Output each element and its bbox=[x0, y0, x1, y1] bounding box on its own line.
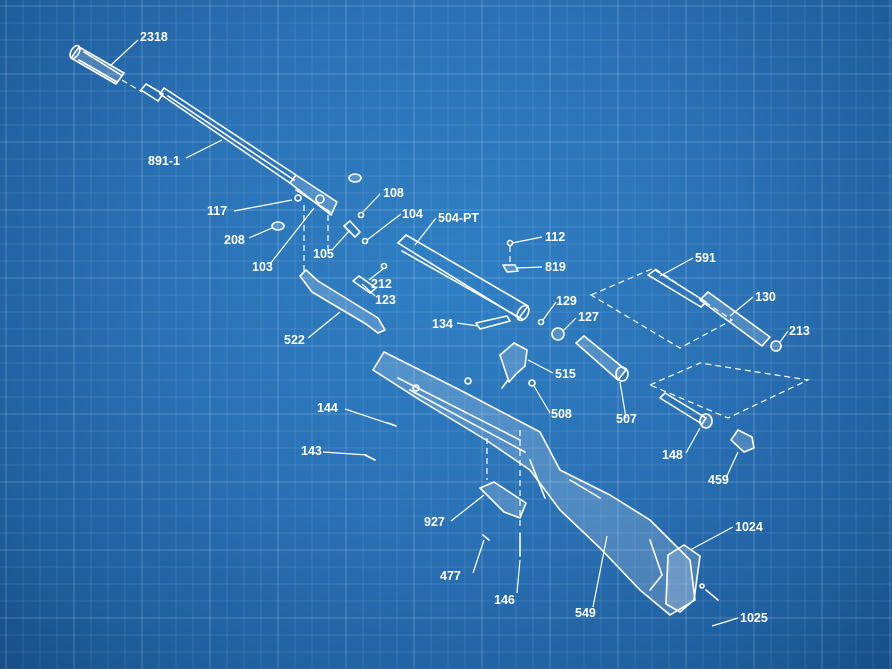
part-label-144: 144 bbox=[317, 401, 338, 415]
part-label-134: 134 bbox=[432, 317, 453, 331]
end-plug-part bbox=[659, 392, 713, 429]
part-label-130: 130 bbox=[755, 290, 776, 304]
cap-part bbox=[551, 327, 565, 341]
leader-lines bbox=[109, 39, 789, 627]
dash-box bbox=[589, 267, 734, 349]
part-label-143: 143 bbox=[301, 444, 322, 458]
part-label-477: 477 bbox=[440, 569, 461, 583]
part-labels: 2318 891-1 117 208 103 108 104 105 504-P… bbox=[140, 30, 810, 625]
bolt-part bbox=[380, 262, 388, 270]
spring-part bbox=[357, 211, 365, 219]
part-label-112: 112 bbox=[545, 230, 565, 244]
compression-tube-part bbox=[397, 234, 530, 322]
piston-part bbox=[575, 335, 629, 382]
screw-part bbox=[482, 534, 490, 541]
screw-part bbox=[412, 384, 420, 392]
screw-part bbox=[699, 583, 705, 589]
spring-part bbox=[528, 379, 536, 387]
part-label-117: 117 bbox=[207, 204, 227, 218]
part-label-105: 105 bbox=[313, 247, 334, 261]
pin-part bbox=[537, 318, 545, 326]
part-label-213: 213 bbox=[789, 324, 810, 338]
washer-part bbox=[348, 173, 362, 183]
trigger-guard-part bbox=[479, 481, 527, 519]
muzzle-dash-line bbox=[121, 79, 143, 93]
small-screw-part bbox=[352, 275, 377, 294]
part-label-1025: 1025 bbox=[740, 611, 768, 625]
part-label-549: 549 bbox=[575, 606, 596, 620]
screw-part bbox=[705, 589, 719, 601]
screw-part bbox=[294, 194, 302, 202]
part-label-504-pt: 504-PT bbox=[438, 211, 479, 225]
safety-lever-part bbox=[475, 315, 511, 330]
muzzle-brake-part bbox=[69, 44, 125, 85]
cocking-lever-part bbox=[299, 269, 386, 334]
part-label-515: 515 bbox=[555, 367, 576, 381]
part-label-891-1: 891-1 bbox=[148, 154, 180, 168]
part-label-212: 212 bbox=[371, 277, 392, 291]
part-label-459: 459 bbox=[708, 473, 729, 487]
part-label-819: 819 bbox=[545, 260, 566, 274]
mainspring-part bbox=[699, 291, 771, 347]
part-label-108: 108 bbox=[383, 186, 404, 200]
part-label-146: 146 bbox=[494, 593, 515, 607]
part-label-591: 591 bbox=[695, 251, 716, 265]
screw-part bbox=[464, 377, 472, 385]
latch-part bbox=[502, 264, 519, 273]
washer-part bbox=[271, 221, 285, 231]
spring-guide-part bbox=[647, 269, 707, 308]
part-label-1024: 1024 bbox=[735, 520, 763, 534]
detent-ball-part bbox=[361, 237, 369, 245]
barrel-part bbox=[140, 83, 297, 184]
pivot-pin-part bbox=[343, 220, 361, 238]
part-label-208: 208 bbox=[224, 233, 245, 247]
part-label-104: 104 bbox=[402, 207, 423, 221]
stock-part bbox=[372, 351, 696, 616]
dash-box bbox=[648, 362, 811, 419]
part-label-927: 927 bbox=[424, 515, 445, 529]
part-label-127: 127 bbox=[578, 310, 599, 324]
screw-part bbox=[364, 454, 376, 461]
screw-part bbox=[506, 239, 514, 247]
butt-pad-part bbox=[665, 544, 701, 613]
part-label-522: 522 bbox=[284, 333, 305, 347]
barrel-block-part bbox=[289, 174, 338, 216]
trigger-assembly-part bbox=[499, 342, 528, 389]
end-cap-part bbox=[730, 429, 755, 453]
part-label-508: 508 bbox=[551, 407, 572, 421]
part-label-123: 123 bbox=[375, 293, 396, 307]
part-label-103: 103 bbox=[252, 260, 273, 274]
part-label-129: 129 bbox=[556, 294, 577, 308]
part-label-507: 507 bbox=[616, 412, 637, 426]
washer-part bbox=[770, 340, 782, 352]
part-label-2318: 2318 bbox=[140, 30, 168, 44]
part-label-148: 148 bbox=[662, 448, 683, 462]
